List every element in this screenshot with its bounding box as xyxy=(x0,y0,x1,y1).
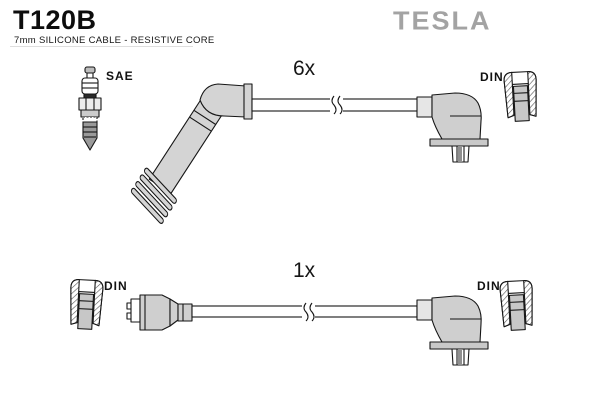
din-terminal-label-top-right: DIN xyxy=(480,70,504,84)
sae-terminal-label: SAE xyxy=(106,69,134,83)
angled-plug-boot-icon xyxy=(130,83,253,225)
din-terminal-cross-section-icon-top xyxy=(503,70,539,123)
brand-logo: TESLA xyxy=(393,6,492,36)
din-terminal-cross-section-icon-bottom-right xyxy=(499,279,535,332)
cable-bottom xyxy=(191,302,418,322)
cable-top xyxy=(251,95,419,115)
din-terminal-cross-section-icon-bottom-left xyxy=(68,278,104,331)
distributor-boot-icon-bottom xyxy=(416,295,489,366)
straight-coil-boot-icon xyxy=(126,294,193,331)
spark-plug-lead-drawing xyxy=(78,66,539,225)
cable-break-icon xyxy=(330,95,343,115)
coil-lead-drawing xyxy=(68,278,535,366)
quantity-label-top: 6x xyxy=(293,57,316,80)
header-divider xyxy=(10,46,193,47)
spark-plug-icon xyxy=(78,66,102,151)
subtitle: 7mm SILICONE CABLE - RESISTIVE CORE xyxy=(14,35,215,46)
quantity-label-bottom: 1x xyxy=(293,259,316,282)
distributor-boot-icon-top xyxy=(416,92,489,163)
din-terminal-label-bottom-left: DIN xyxy=(104,279,128,293)
cable-break-icon-bottom xyxy=(302,302,315,322)
part-number: T120B xyxy=(13,5,97,35)
din-terminal-label-bottom-right: DIN xyxy=(477,279,501,293)
